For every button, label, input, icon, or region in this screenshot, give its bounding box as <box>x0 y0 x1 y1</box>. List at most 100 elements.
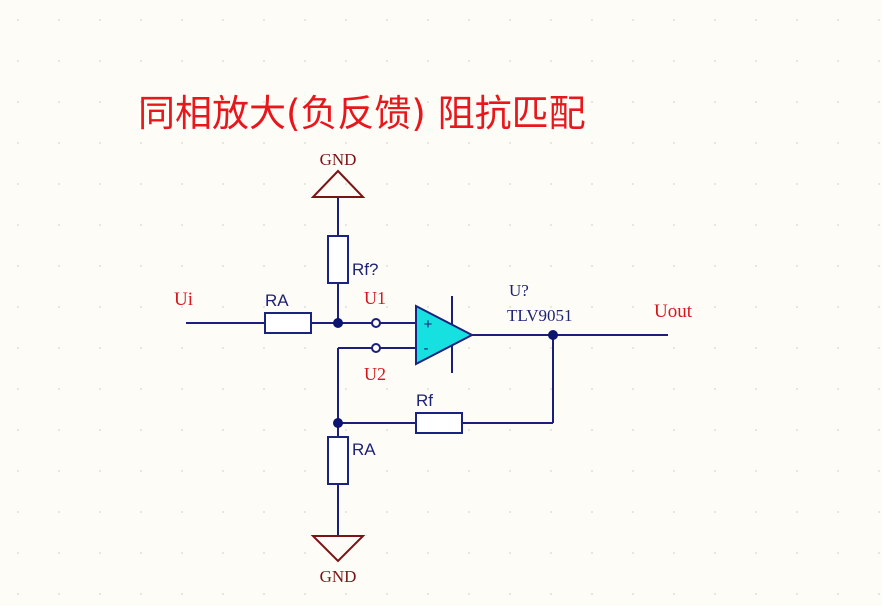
grid-dot <box>58 183 60 185</box>
grid-dot <box>17 142 19 144</box>
grid-dot <box>17 224 19 226</box>
grid-dot <box>99 552 101 554</box>
grid-dot <box>837 347 839 349</box>
grid-dot <box>386 511 388 513</box>
grid-dot <box>345 19 347 21</box>
grid-dot <box>140 224 142 226</box>
grid-dot <box>58 142 60 144</box>
grid-dot <box>591 265 593 267</box>
grid-dot <box>468 347 470 349</box>
grid-dot <box>878 183 880 185</box>
opamp-part-number: TLV9051 <box>507 306 573 325</box>
grid-dot <box>632 224 634 226</box>
grid-dot <box>304 265 306 267</box>
grid-dot <box>427 552 429 554</box>
grid-dot <box>99 470 101 472</box>
grid-dot <box>386 224 388 226</box>
grid-dot <box>304 142 306 144</box>
grid-dot <box>632 347 634 349</box>
grid-dot <box>140 19 142 21</box>
grid-dot <box>181 347 183 349</box>
opamp-minus-sign: - <box>424 340 429 357</box>
grid-dot <box>140 183 142 185</box>
grid-dot <box>550 142 552 144</box>
net-pin-u1 <box>371 318 381 328</box>
grid-dot <box>222 142 224 144</box>
grid-dot <box>99 593 101 595</box>
grid-dot <box>796 142 798 144</box>
grid-dot <box>304 593 306 595</box>
net-label-uout: Uout <box>654 301 693 322</box>
grid-dot <box>468 101 470 103</box>
grid-dot <box>673 265 675 267</box>
grid-dot <box>263 19 265 21</box>
grid-dot <box>263 470 265 472</box>
grid-dot <box>796 19 798 21</box>
grid-dot <box>878 224 880 226</box>
grid-dot <box>673 593 675 595</box>
grid-dot <box>181 429 183 431</box>
grid-dot <box>755 306 757 308</box>
grid-dot <box>673 224 675 226</box>
grid-dot <box>632 429 634 431</box>
grid-dot <box>878 60 880 62</box>
grid-dot <box>181 224 183 226</box>
grid-dot <box>509 265 511 267</box>
grid-dot <box>58 347 60 349</box>
grid-dot <box>345 306 347 308</box>
grid-dot <box>632 593 634 595</box>
grid-dot <box>386 429 388 431</box>
grid-dot <box>755 60 757 62</box>
grid-dot <box>140 511 142 513</box>
grid-dot <box>345 224 347 226</box>
grid-dot <box>181 60 183 62</box>
grid-dot <box>591 347 593 349</box>
grid-dot <box>632 60 634 62</box>
grid-dot <box>714 511 716 513</box>
grid-dot <box>181 101 183 103</box>
junction-noninverting <box>333 318 343 328</box>
grid-dot <box>427 101 429 103</box>
grid-dot <box>58 101 60 103</box>
grid-dot <box>755 511 757 513</box>
grid-dot <box>673 142 675 144</box>
grid-dot <box>263 183 265 185</box>
grid-dot <box>591 306 593 308</box>
grid-dot <box>304 19 306 21</box>
grid-dot <box>99 60 101 62</box>
grid-dot <box>673 388 675 390</box>
grid-dot <box>837 593 839 595</box>
grid-dot <box>140 552 142 554</box>
net-label-u2: U2 <box>364 364 386 384</box>
grid-dot <box>837 60 839 62</box>
grid-dot <box>550 593 552 595</box>
grid-dot <box>427 60 429 62</box>
grid-dot <box>878 306 880 308</box>
opamp-tlv9051: + - U? TLV9051 <box>415 281 573 373</box>
grid-dot <box>140 101 142 103</box>
ground-label-top: GND <box>320 150 357 169</box>
grid-dot <box>99 306 101 308</box>
grid-dot <box>345 60 347 62</box>
grid-dot <box>304 429 306 431</box>
grid-dot <box>263 552 265 554</box>
grid-dot <box>17 265 19 267</box>
grid-dot <box>17 19 19 21</box>
grid-dot <box>591 511 593 513</box>
grid-dot <box>509 183 511 185</box>
grid-dot <box>632 101 634 103</box>
grid-dot <box>17 306 19 308</box>
grid-dot <box>58 19 60 21</box>
grid-dot <box>796 429 798 431</box>
grid-dot <box>17 60 19 62</box>
grid-dot <box>222 470 224 472</box>
grid-dot <box>755 224 757 226</box>
grid-dot <box>181 19 183 21</box>
grid-dot <box>796 388 798 390</box>
grid-dot <box>837 306 839 308</box>
grid-dot <box>99 347 101 349</box>
grid-dot <box>550 388 552 390</box>
grid-dot <box>714 142 716 144</box>
label-ra-ground: RA <box>352 440 376 459</box>
grid-dot <box>140 60 142 62</box>
